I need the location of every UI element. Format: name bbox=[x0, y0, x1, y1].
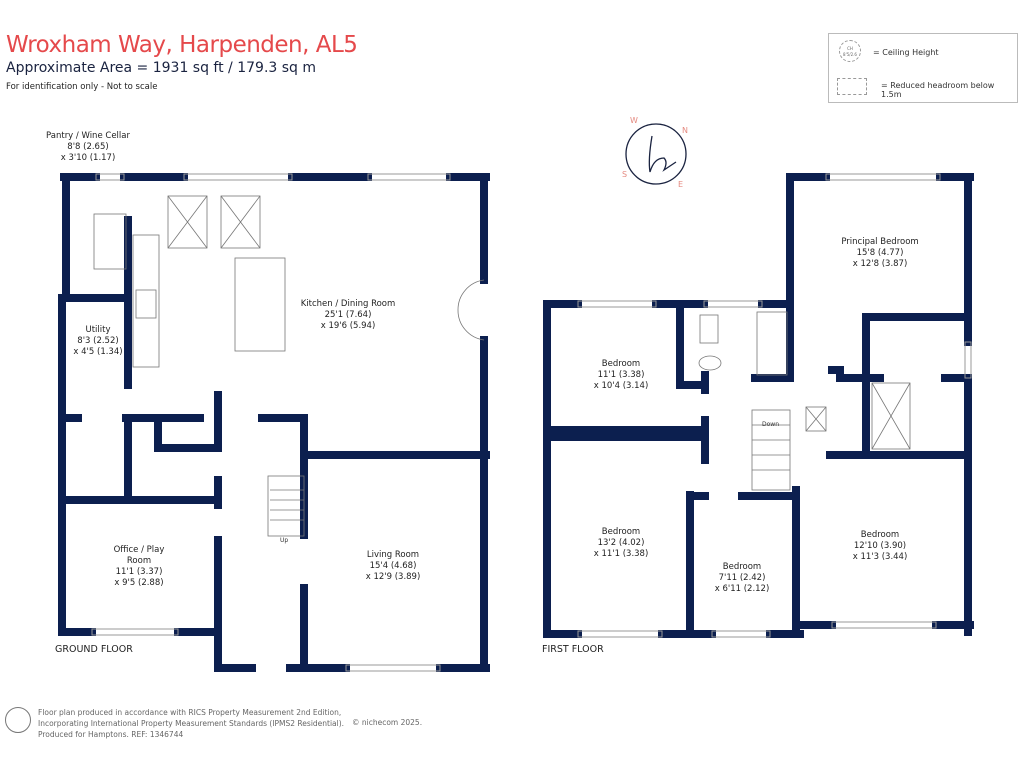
room-dim-2: x 12'9 (3.89) bbox=[365, 572, 421, 582]
room-name: Bedroom bbox=[722, 562, 762, 572]
person-icon bbox=[5, 707, 31, 733]
room-name: Utility bbox=[85, 325, 111, 335]
footer-disclaimer: Floor plan produced in accordance with R… bbox=[38, 707, 344, 740]
room-dim-2: x 11'1 (3.38) bbox=[593, 549, 649, 559]
property-title: Wroxham Way, Harpenden, AL5 bbox=[6, 32, 358, 58]
legend-ceiling-height: = Ceiling Height bbox=[873, 48, 939, 57]
stairs-up-label: Up bbox=[280, 537, 289, 544]
compass-logo bbox=[625, 123, 687, 185]
room-office-play-room: Office / Play Room 11'1 (3.37) x 9'5 (2.… bbox=[109, 545, 169, 589]
ground-floor-label: GROUND FLOOR bbox=[55, 644, 133, 655]
room-dim-2: x 3'10 (1.17) bbox=[60, 153, 116, 163]
compass-south: S bbox=[622, 170, 628, 179]
identification-note: For identification only - Not to scale bbox=[6, 82, 158, 92]
room-dim-2: x 11'3 (3.44) bbox=[852, 552, 908, 562]
room-dim-2: x 6'11 (2.12) bbox=[714, 584, 770, 594]
compass-west: W bbox=[630, 116, 638, 125]
room-bedroom-5: Bedroom 12'10 (3.90) x 11'3 (3.44) bbox=[853, 530, 908, 563]
room-dim-1: 11'1 (3.38) bbox=[597, 370, 645, 380]
room-name: Pantry / Wine Cellar bbox=[46, 131, 130, 141]
room-name: Bedroom bbox=[860, 530, 900, 540]
room-dim-2: x 10'4 (3.14) bbox=[593, 381, 649, 391]
stairs-down-label: Down bbox=[762, 421, 780, 428]
ceiling-height-symbol: CH 8'5/2.6 bbox=[839, 40, 861, 62]
first-floor-windows bbox=[577, 173, 972, 638]
first-floor-label: FIRST FLOOR bbox=[542, 644, 604, 655]
room-principal-bedroom: Principal Bedroom 15'8 (4.77) x 12'8 (3.… bbox=[841, 237, 918, 270]
room-bedroom-4: Bedroom 7'11 (2.42) x 6'11 (2.12) bbox=[715, 562, 770, 595]
legend-reduced-headroom: = Reduced headroom below 1.5m bbox=[881, 81, 995, 99]
room-dim-2: x 4'5 (1.34) bbox=[73, 347, 123, 357]
footer-line-2: Incorporating International Property Mea… bbox=[38, 719, 345, 728]
first-floor-fixtures bbox=[698, 311, 911, 491]
room-living-room: Living Room 15'4 (4.68) x 12'9 (3.89) bbox=[366, 550, 421, 583]
ground-floor-fixtures bbox=[93, 195, 485, 537]
room-name: Kitchen / Dining Room bbox=[300, 299, 396, 309]
room-kitchen-dining: Kitchen / Dining Room 25'1 (7.64) x 19'6… bbox=[301, 299, 396, 332]
footer-line-1: Floor plan produced in accordance with R… bbox=[38, 708, 342, 717]
room-name: Office / Play Room bbox=[113, 545, 165, 566]
room-bedroom-2: Bedroom 11'1 (3.38) x 10'4 (3.14) bbox=[594, 359, 649, 392]
reduced-headroom-symbol bbox=[837, 78, 867, 95]
room-dim-2: x 9'5 (2.88) bbox=[114, 578, 164, 588]
copyright: © nichecom 2025. bbox=[352, 718, 423, 727]
room-dim-1: 25'1 (7.64) bbox=[324, 310, 372, 320]
room-dim-2: x 19'6 (5.94) bbox=[320, 321, 376, 331]
footer-line-3: Produced for Hamptons. REF: 1346744 bbox=[38, 730, 184, 739]
room-dim-1: 11'1 (3.37) bbox=[115, 567, 163, 577]
first-floor-walls bbox=[543, 173, 974, 638]
approximate-area: Approximate Area = 1931 sq ft / 179.3 sq… bbox=[6, 60, 317, 76]
room-name: Living Room bbox=[366, 550, 420, 560]
room-dim-1: 8'8 (2.65) bbox=[67, 142, 109, 152]
legend: CH 8'5/2.6 = Ceiling Height = Reduced he… bbox=[828, 33, 1018, 103]
room-name: Bedroom bbox=[601, 527, 641, 537]
room-dim-1: 15'4 (4.68) bbox=[369, 561, 417, 571]
room-dim-1: 8'3 (2.52) bbox=[77, 336, 119, 346]
room-dim-2: x 12'8 (3.87) bbox=[852, 259, 908, 269]
room-name: Principal Bedroom bbox=[841, 237, 919, 247]
room-pantry-wine-cellar: Pantry / Wine Cellar 8'8 (2.65) x 3'10 (… bbox=[46, 131, 130, 164]
room-dim-1: 7'11 (2.42) bbox=[718, 573, 766, 583]
room-dim-1: 12'10 (3.90) bbox=[853, 541, 907, 551]
compass-north: N bbox=[682, 126, 688, 135]
room-name: Bedroom bbox=[601, 359, 641, 369]
compass-east: E bbox=[678, 180, 684, 189]
ground-floor-windows bbox=[91, 173, 451, 672]
ground-floor-walls bbox=[58, 173, 490, 672]
room-dim-1: 15'8 (4.77) bbox=[856, 248, 904, 258]
room-bedroom-3: Bedroom 13'2 (4.02) x 11'1 (3.38) bbox=[594, 527, 649, 560]
room-dim-1: 13'2 (4.02) bbox=[597, 538, 645, 548]
room-utility: Utility 8'3 (2.52) x 4'5 (1.34) bbox=[73, 325, 122, 358]
